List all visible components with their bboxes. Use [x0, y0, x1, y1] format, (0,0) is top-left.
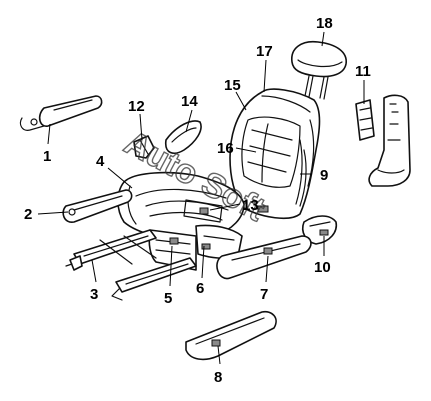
part-13-insert [183, 199, 223, 223]
callout-17: 17 [256, 43, 273, 60]
callout-1: 1 [43, 148, 51, 165]
part-8-trim-panel [185, 310, 277, 361]
callout-10: 10 [314, 259, 331, 276]
callout-5: 5 [164, 290, 172, 307]
callout-2: 2 [24, 206, 32, 223]
callout-labels: 1 2 3 4 5 6 7 8 9 10 11 12 13 14 15 16 1… [24, 15, 371, 386]
callout-9: 9 [320, 167, 328, 184]
callout-7: 7 [260, 286, 268, 303]
callout-11: 11 [355, 63, 371, 80]
part-9-back-side [299, 119, 315, 207]
callout-3: 3 [90, 286, 98, 303]
callout-12: 12 [128, 98, 145, 115]
leader-lines [37, 31, 365, 365]
part-11-pad [355, 99, 375, 141]
callout-6: 6 [196, 280, 204, 297]
callout-15: 15 [224, 77, 241, 94]
part-4-seat-cushion [117, 171, 245, 240]
callout-8: 8 [214, 369, 222, 386]
part-3-slide-rail [65, 229, 197, 301]
callout-14: 14 [181, 93, 198, 110]
callout-4: 4 [96, 153, 105, 170]
callout-13: 13 [242, 197, 259, 214]
part-18-headrest [291, 40, 347, 100]
part-12-clip [133, 135, 155, 159]
callout-16: 16 [217, 140, 234, 157]
part-11-trim-panel [368, 94, 411, 187]
part-14-knob-cover [164, 120, 202, 154]
part-15-seatback [229, 88, 321, 220]
part-2-side-bracket [62, 189, 133, 223]
callout-18: 18 [316, 15, 333, 32]
part-1-rail-cover [19, 95, 103, 131]
part-7-shield [216, 235, 312, 280]
